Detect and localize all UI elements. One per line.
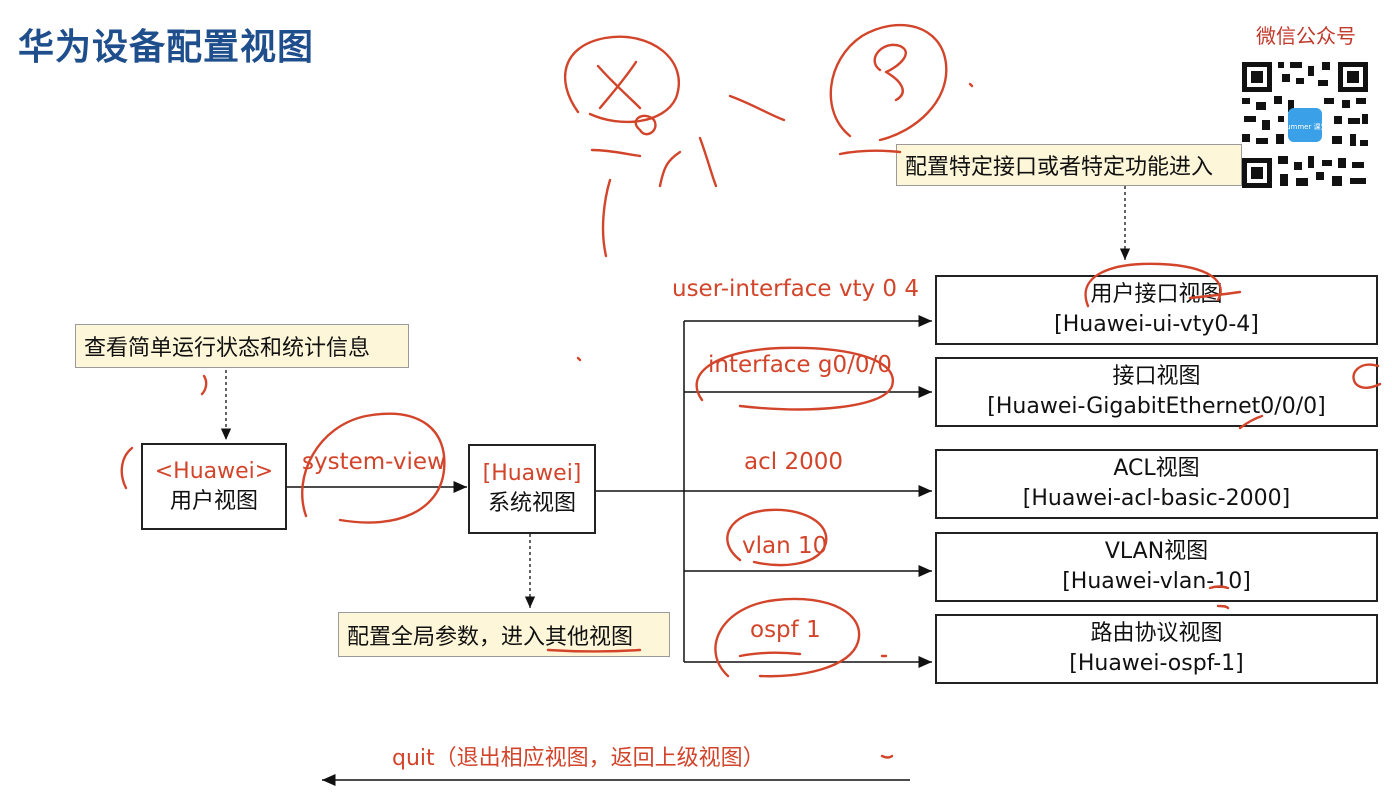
qr-code: summer 课堂 (1238, 58, 1372, 192)
system-view-command: system-view (302, 449, 446, 475)
note-global-params: 配置全局参数，进入其他视图 (338, 612, 670, 657)
qr-code-icon: summer 课堂 (1238, 58, 1372, 192)
system-view-name: 系统视图 (487, 491, 576, 516)
vlan-view-name: VLAN视图 (1104, 539, 1209, 564)
routing-protocol-view-box: 路由协议视图 [Huawei-ospf-1] (935, 614, 1378, 684)
note-status-info: 查看简单运行状态和统计信息 (75, 324, 409, 368)
command-ospf: ospf 1 (750, 617, 821, 643)
user-view-name: 用户视图 (169, 488, 258, 514)
acl-view-box: ACL视图 [Huawei-acl-basic-2000] (935, 449, 1378, 519)
command-user-interface: user-interface vty 0 4 (672, 276, 920, 302)
vlan-view-prompt: [Huawei-vlan-10] (1062, 569, 1251, 594)
interface-view-box: 接口视图 [Huawei-GigabitEthernet0/0/0] (935, 357, 1378, 427)
qr-badge: summer 课堂 (1282, 122, 1327, 131)
command-vlan: vlan 10 (742, 533, 828, 559)
user-view-prompt: <Huawei> (154, 458, 274, 484)
system-view-prompt: [Huawei] (482, 461, 582, 486)
user-interface-view-prompt: [Huawei-ui-vty0-4] (1054, 312, 1259, 337)
user-interface-view-box: 用户接口视图 [Huawei-ui-vty0-4] (935, 275, 1378, 345)
note-specific-interface: 配置特定接口或者特定功能进入 (896, 144, 1242, 186)
acl-view-prompt: [Huawei-acl-basic-2000] (1022, 486, 1291, 511)
user-view-box: <Huawei> 用户视图 (141, 443, 287, 530)
note-specific-interface-text: 配置特定接口或者特定功能进入 (905, 155, 1214, 180)
interface-view-name: 接口视图 (1112, 364, 1201, 389)
wechat-label: 微信公众号 (1256, 24, 1356, 48)
note-status-info-text: 查看简单运行状态和统计信息 (84, 336, 371, 361)
routing-protocol-view-prompt: [Huawei-ospf-1] (1069, 651, 1244, 676)
page-title: 华为设备配置视图 (18, 27, 315, 68)
system-view-box: [Huawei] 系统视图 (468, 444, 596, 534)
user-interface-view-name: 用户接口视图 (1090, 282, 1223, 307)
acl-view-name: ACL视图 (1113, 456, 1200, 481)
quit-label: quit（退出相应视图，返回上级视图） (392, 746, 765, 771)
command-interface: interface g0/0/0 (708, 352, 892, 378)
interface-view-prompt: [Huawei-GigabitEthernet0/0/0] (987, 394, 1326, 419)
routing-protocol-view-name: 路由协议视图 (1090, 621, 1223, 646)
note-global-params-text: 配置全局参数，进入其他视图 (347, 624, 634, 650)
command-acl: acl 2000 (744, 449, 843, 475)
vlan-view-box: VLAN视图 [Huawei-vlan-10] (935, 532, 1378, 602)
